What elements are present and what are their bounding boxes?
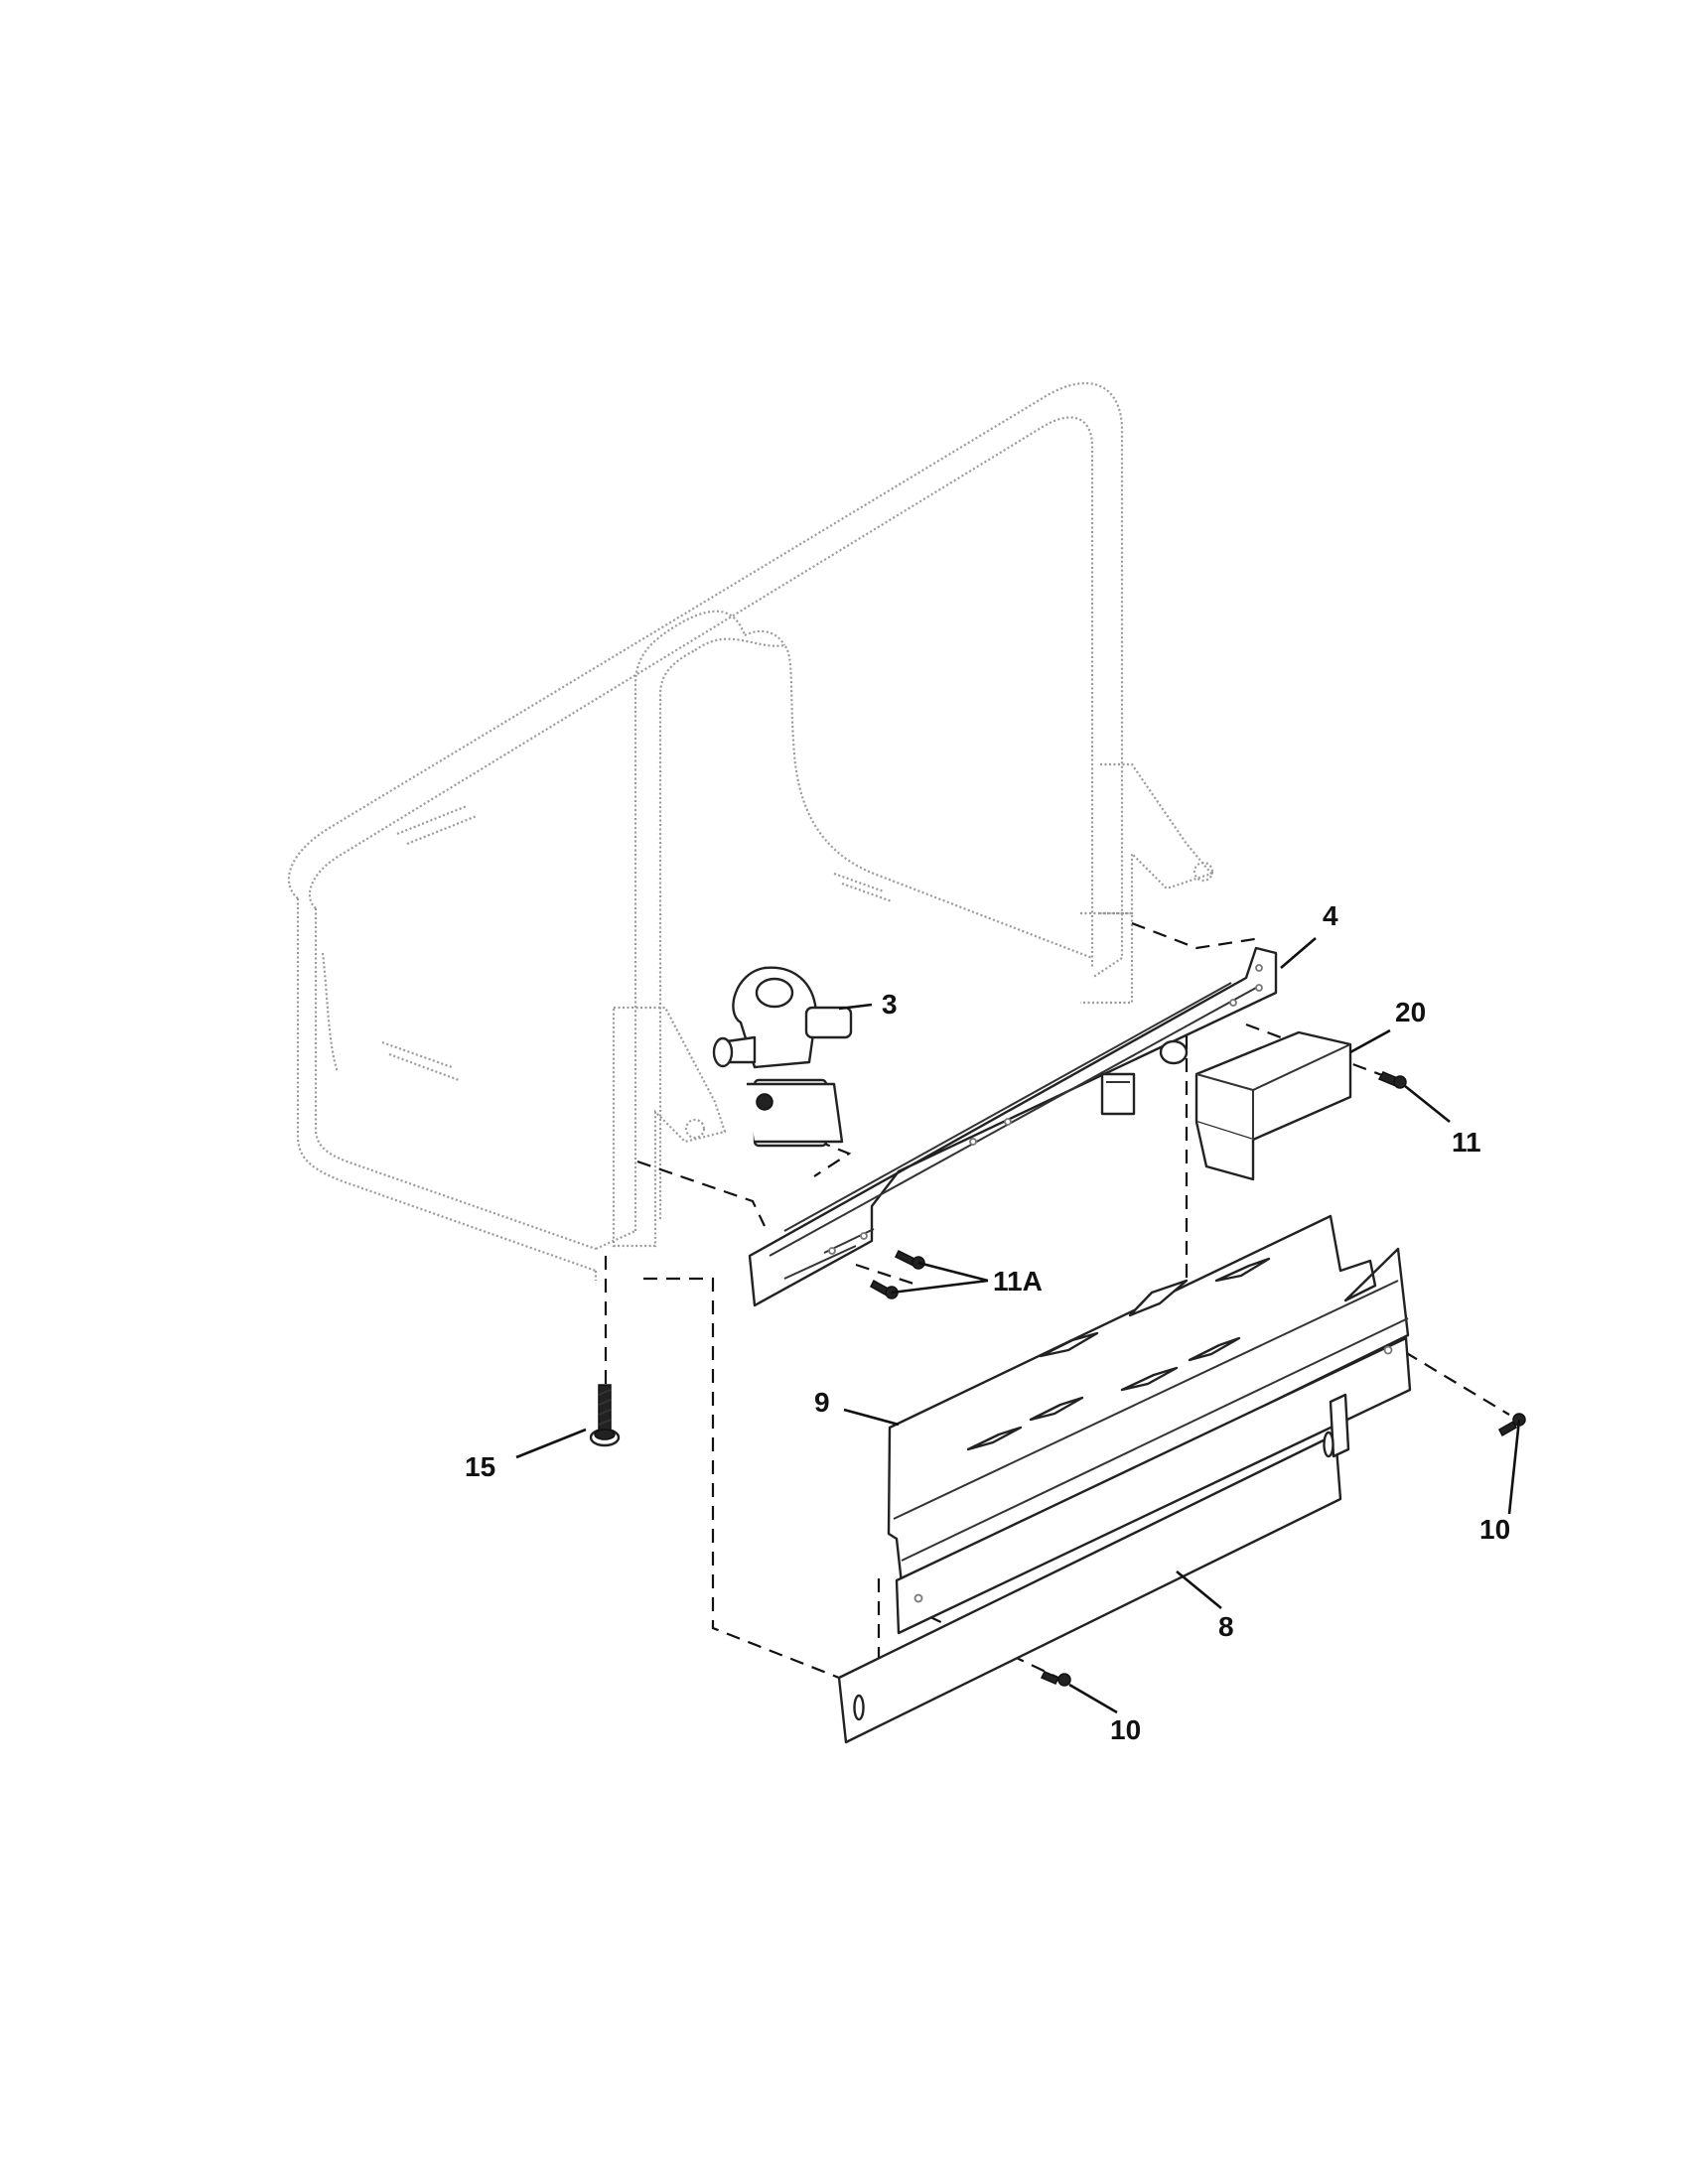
callout-4: 4 [1323,900,1338,931]
callout-8: 8 [1218,1611,1234,1642]
screw-10-bottom [1040,1671,1071,1687]
callout-10-bottom: 10 [1110,1714,1141,1745]
callout-20: 20 [1395,997,1426,1027]
callout-11: 11 [1452,1127,1481,1158]
screw-11 [1377,1071,1407,1089]
callout-3: 3 [882,989,898,1020]
callout-10-right: 10 [1479,1514,1510,1545]
leveling-leg-15 [589,1384,621,1447]
leader-lines [515,937,1521,1714]
callout-15: 15 [465,1451,495,1482]
mounting-bracket [748,946,1278,1307]
water-valve [712,966,853,1148]
callout-11a: 11A [993,1266,1043,1297]
callout-9: 9 [814,1387,830,1418]
door-frame [287,381,1214,1281]
base-kick-plate [837,1336,1412,1744]
channel-cover [1194,1030,1352,1181]
callout-labels: 3 4 20 11 11A 9 10 15 8 10 [465,900,1510,1745]
screw-10-right [1498,1413,1526,1437]
toe-kick-panel [887,1214,1410,1585]
